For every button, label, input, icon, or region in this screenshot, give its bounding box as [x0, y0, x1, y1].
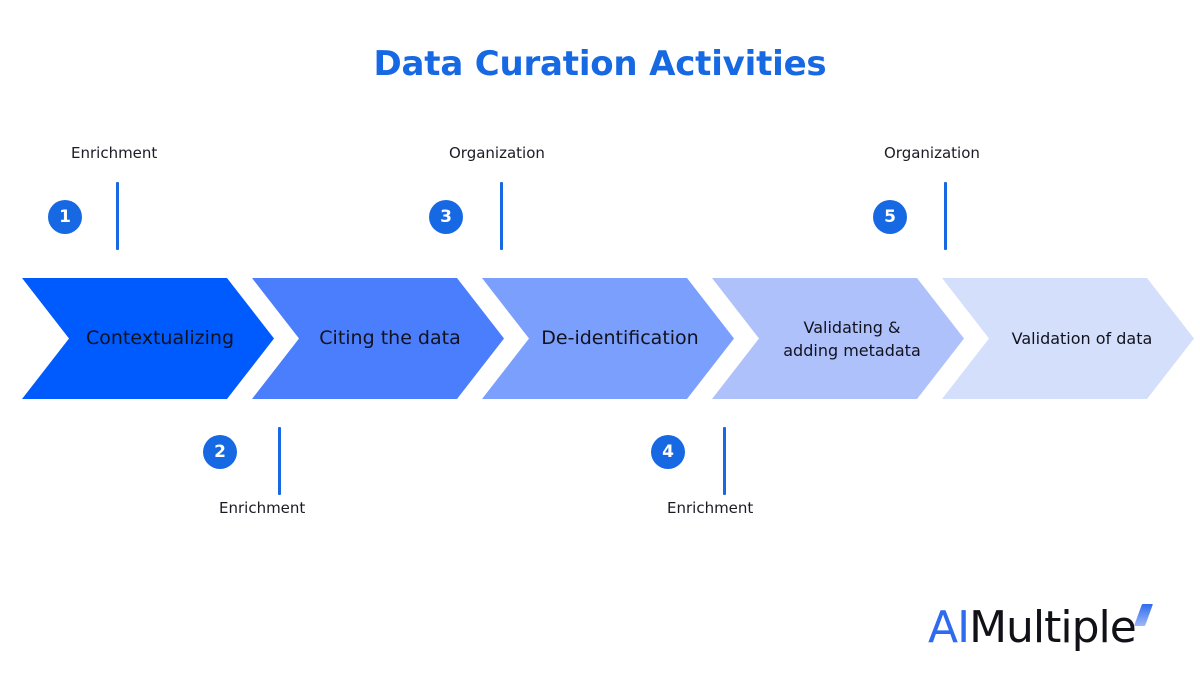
aimultiple-logo: AI Multiple: [928, 602, 1153, 654]
process-step-5: Validation of data: [942, 278, 1194, 399]
step-4-badge: 4: [651, 435, 685, 469]
process-step-1: Contextualizing: [22, 278, 274, 399]
step-5-badge: 5: [873, 200, 907, 234]
step-3-badge: 3: [429, 200, 463, 234]
step-4-tick-line: [723, 427, 726, 495]
process-chevron-band: Contextualizing Citing the data De-ident…: [0, 278, 1200, 399]
step-5-category: Organization: [884, 144, 980, 162]
process-step-2-label: Citing the data: [319, 327, 461, 349]
page-title: Data Curation Activities: [373, 44, 827, 84]
step-2-category: Enrichment: [219, 499, 306, 517]
step-2-badge: 2: [203, 435, 237, 469]
step-5-tick-line: [944, 182, 947, 250]
process-step-3: De-identification: [482, 278, 734, 399]
logo-suffix: Multiple: [969, 602, 1137, 653]
step-3-category: Organization: [449, 144, 545, 162]
step-3-tick-line: [500, 182, 503, 250]
process-step-1-label: Contextualizing: [85, 327, 235, 349]
step-4-category: Enrichment: [667, 499, 754, 517]
step-1-badge: 1: [48, 200, 82, 234]
logo-prefix: AI: [928, 602, 970, 653]
process-step-4-label: Validating & adding metadata: [783, 317, 921, 360]
process-step-4: Validating & adding metadata: [712, 278, 964, 399]
process-step-3-label: De-identification: [541, 327, 699, 349]
process-step-2: Citing the data: [252, 278, 504, 399]
step-1-category: Enrichment: [71, 144, 158, 162]
step-1-tick-line: [116, 182, 119, 250]
slash-mark-icon: [1133, 604, 1153, 626]
process-step-5-label: Validation of data: [1011, 329, 1153, 348]
step-2-tick-line: [278, 427, 281, 495]
